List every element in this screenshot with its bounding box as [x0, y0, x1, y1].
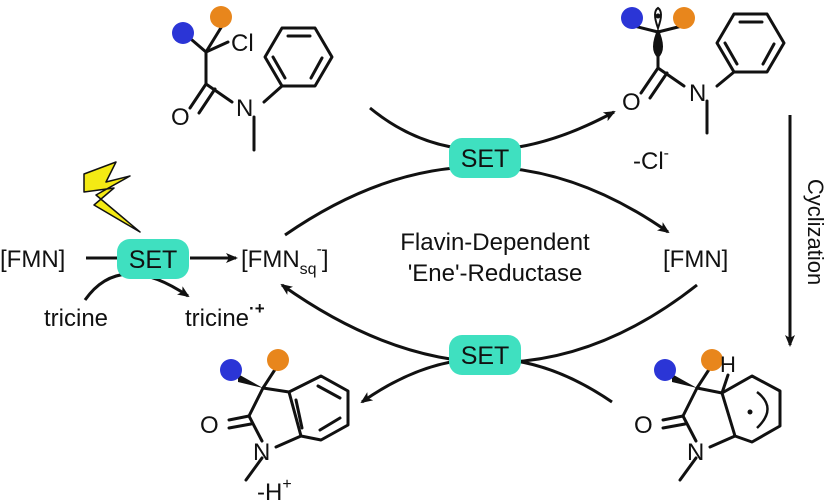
orange-substituent: [210, 6, 232, 28]
svg-text:Cl: Cl: [231, 30, 254, 57]
label-cyclization: Cyclization: [803, 179, 825, 285]
label-chloride-loss: -Cl-: [633, 145, 669, 175]
orange-substituent: [267, 349, 289, 371]
svg-text:O: O: [634, 412, 653, 439]
label-fmn-left: [FMN]: [0, 246, 65, 273]
orange-substituent: [673, 7, 695, 29]
label-tricine-radical-cation: tricine·+: [185, 299, 265, 332]
set-box-left: SET: [117, 239, 189, 279]
svg-text:N: N: [236, 95, 253, 122]
blue-substituent: [621, 7, 643, 29]
molecule-oxindole-product: O N: [200, 349, 350, 482]
label-tricine: tricine: [44, 305, 108, 332]
blue-substituent: [654, 359, 676, 381]
svg-text:O: O: [200, 412, 219, 439]
lightning-icon: [83, 161, 141, 233]
label-enzyme-line1: Flavin-Dependent: [400, 229, 590, 256]
label-enzyme-line2: 'Ene'-Reductase: [408, 260, 583, 287]
molecule-carbon-radical: O N: [621, 6, 786, 135]
svg-text:H: H: [720, 352, 736, 377]
label-fmn-semiquinone: [FMNsq-]: [241, 241, 329, 278]
set-box-top: SET: [449, 138, 521, 178]
blue-substituent: [172, 22, 194, 44]
svg-text:SET: SET: [129, 246, 178, 274]
svg-text:SET: SET: [461, 145, 510, 173]
svg-text:N: N: [689, 80, 706, 107]
orange-substituent: [701, 349, 723, 371]
set-box-bottom: SET: [449, 335, 521, 375]
label-fmn-right: [FMN]: [663, 246, 728, 273]
radical-dot: [747, 409, 753, 415]
blue-substituent: [220, 359, 242, 381]
unpaired-electron-dot: [655, 13, 661, 19]
molecule-chloroamide: Cl O N: [171, 6, 334, 152]
svg-text:O: O: [171, 104, 190, 131]
molecule-cyclized-radical: H O N: [634, 349, 782, 482]
svg-text:O: O: [622, 89, 641, 116]
svg-text:N: N: [687, 439, 704, 466]
label-proton-loss: -H+: [257, 476, 292, 503]
svg-text:N: N: [253, 439, 270, 466]
svg-text:SET: SET: [461, 342, 510, 370]
